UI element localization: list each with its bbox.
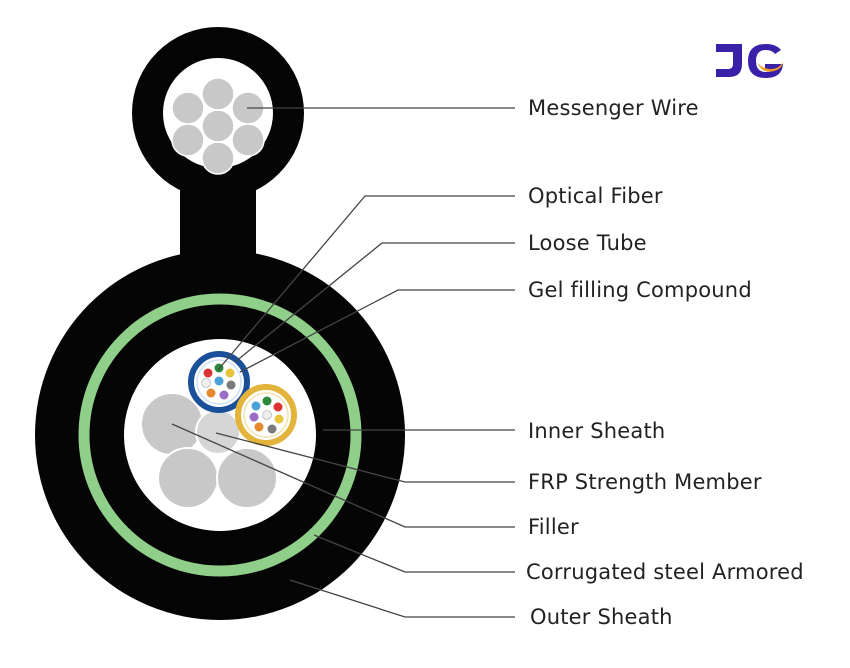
label-optical-fiber: Optical Fiber xyxy=(528,184,663,208)
fiber-dot xyxy=(225,368,235,378)
messenger-strand xyxy=(201,109,235,143)
fiber-dot xyxy=(267,424,277,434)
logo-letter-j xyxy=(716,44,742,77)
filler xyxy=(216,447,278,509)
fiber-dot xyxy=(273,402,283,412)
label-gel-filling-compound: Gel filling Compound xyxy=(528,278,752,302)
messenger-wire-strands xyxy=(171,77,265,175)
messenger-strand xyxy=(201,77,235,111)
label-outer-sheath: Outer Sheath xyxy=(530,605,673,629)
leader-line-loose-tube xyxy=(234,242,515,363)
label-corrugated-steel-armored: Corrugated steel Armored xyxy=(526,560,804,584)
leader-line-corrugated-steel-armored xyxy=(313,534,515,573)
fiber-dot xyxy=(203,368,213,378)
fiber-dot xyxy=(201,378,211,388)
fiber-dot xyxy=(219,390,229,400)
label-loose-tube: Loose Tube xyxy=(528,231,647,255)
leader-lines xyxy=(171,107,515,618)
loose-tube-blue xyxy=(188,351,250,413)
label-messenger-wire: Messenger Wire xyxy=(528,96,699,120)
loose-tube-gold xyxy=(235,384,297,446)
fiber-dot xyxy=(214,376,224,386)
leader-line-outer-sheath xyxy=(289,579,515,618)
label-inner-sheath: Inner Sheath xyxy=(528,419,666,443)
messenger-strand xyxy=(231,123,265,157)
messenger-neck xyxy=(180,175,256,265)
fiber-dot xyxy=(226,380,236,390)
leader-line-filler xyxy=(171,423,515,528)
main-cable xyxy=(35,250,405,620)
fiber-dot xyxy=(262,410,272,420)
fiber-dot xyxy=(251,401,261,411)
filler-group xyxy=(140,392,278,509)
messenger-assembly xyxy=(132,27,304,199)
messenger-strand xyxy=(171,91,205,125)
leader-line-gel-filling-compound xyxy=(239,289,515,373)
label-frp-strength-member: FRP Strength Member xyxy=(528,470,762,494)
label-filler: Filler xyxy=(528,515,579,539)
company-logo xyxy=(716,44,783,78)
armor-ring xyxy=(78,293,362,577)
fiber-dot xyxy=(254,422,264,432)
messenger-strand xyxy=(171,123,205,157)
leader-line-frp-strength-member xyxy=(215,432,515,483)
frp-strength-member-core xyxy=(195,409,241,455)
filler xyxy=(157,447,219,509)
logo-letter-g xyxy=(748,44,783,78)
fiber-dot xyxy=(262,396,272,406)
leader-line-optical-fiber xyxy=(217,195,515,371)
fiber-dot xyxy=(206,388,216,398)
fiber-dot xyxy=(274,414,284,424)
fiber-dot xyxy=(249,412,259,422)
messenger-strand xyxy=(201,141,235,175)
logo-accent-swoosh xyxy=(757,62,783,72)
